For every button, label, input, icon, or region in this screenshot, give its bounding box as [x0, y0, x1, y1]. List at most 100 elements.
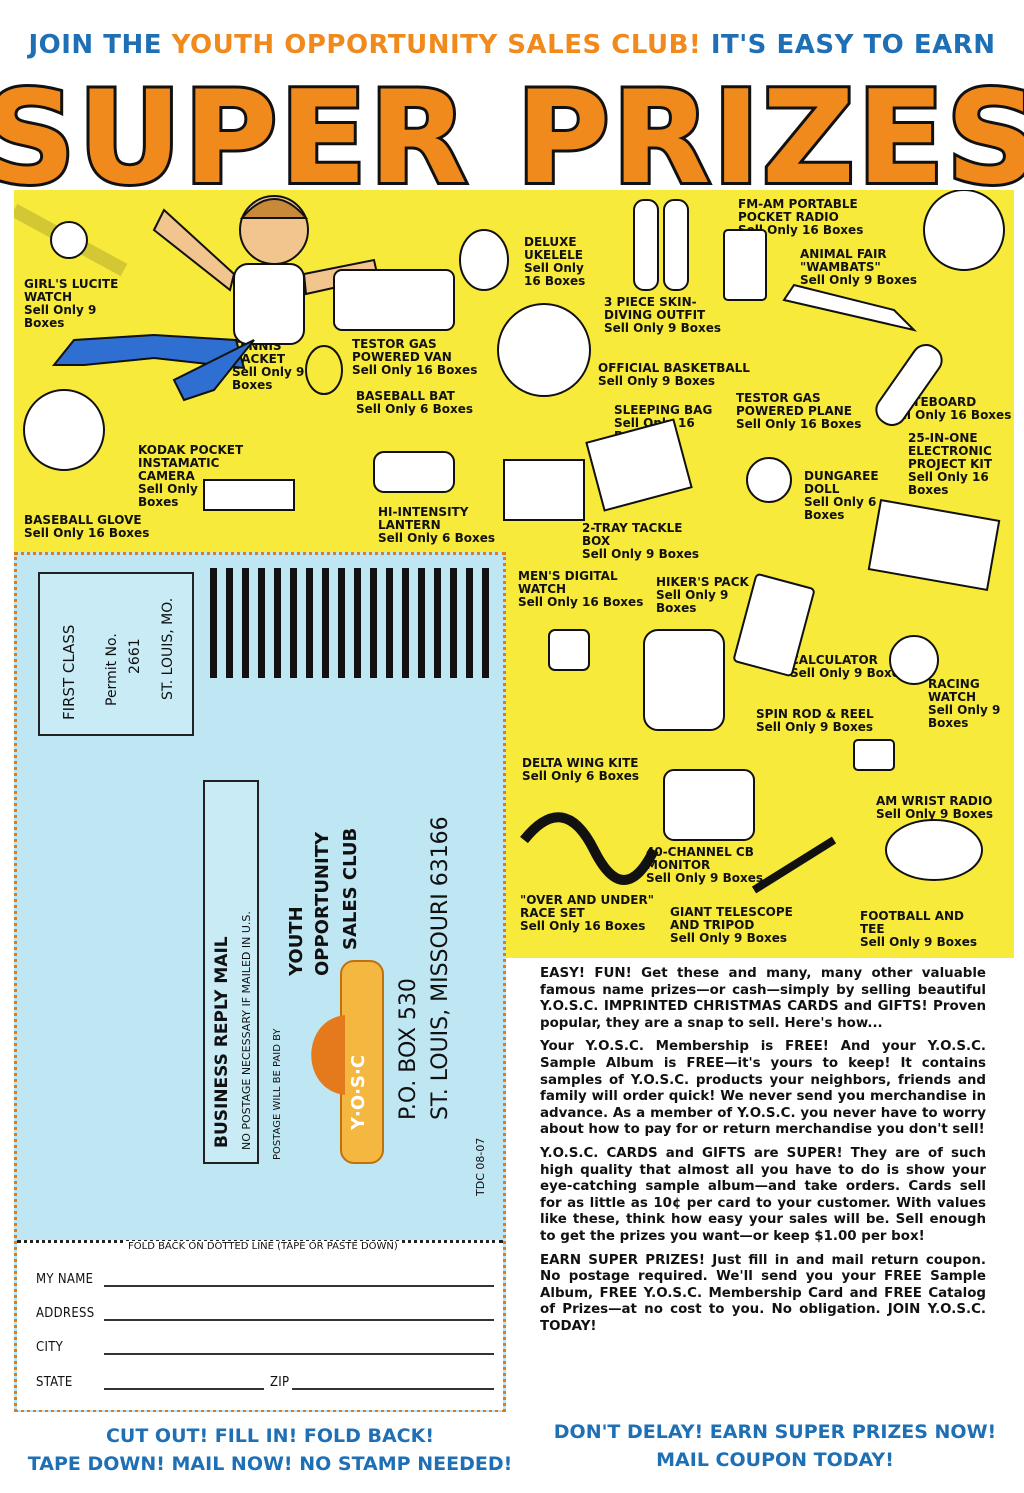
telescope-illustration	[751, 836, 837, 894]
name-field[interactable]	[104, 1285, 494, 1287]
skateboard-illustration	[875, 344, 943, 426]
calculator-illustration	[733, 573, 815, 677]
prize-requirement: Sell Only 9 Boxes	[582, 547, 699, 561]
wambat-illustration	[923, 190, 1005, 271]
diving-fins-illustration	[633, 199, 659, 291]
prize-label: ANIMAL FAIR "WAMBATS"Sell Only 9 Boxes	[800, 248, 930, 287]
prize-name: HIKER'S PACK	[656, 575, 749, 589]
zip-label: ZIP	[270, 1375, 290, 1390]
prize-requirement: Sell Only 9 Boxes	[646, 871, 763, 885]
prize-name: TESTOR GAS POWERED PLANE	[736, 391, 852, 418]
title-text: SUPER PRIZES	[0, 64, 1024, 204]
postal-barcode	[210, 568, 489, 678]
cb-monitor-illustration	[663, 769, 755, 841]
address-po-box: P.O. BOX 530	[396, 978, 421, 1120]
address-field[interactable]	[104, 1319, 494, 1321]
prize-requirement: Sell Only 16 Boxes	[524, 261, 586, 288]
prize-illustrations	[14, 190, 1005, 894]
yosc-logo-text: Y·O·S·C	[348, 1054, 369, 1130]
pocket-radio-illustration	[723, 229, 767, 301]
super-prizes-title: SUPER PRIZES	[0, 64, 1024, 204]
project-kit-illustration	[867, 498, 1001, 592]
headline-part3: IT'S EASY TO EARN	[701, 30, 996, 60]
prize-requirement: Sell Only 16 Boxes	[24, 526, 150, 540]
name-label: MY NAME	[36, 1272, 94, 1287]
baseball-glove-illustration	[23, 389, 105, 471]
prize-requirement: Sell Only 16 Boxes	[886, 408, 1012, 422]
lantern-illustration	[373, 451, 455, 493]
yosc-logo-emblem	[311, 1015, 345, 1095]
boy-mascot-illustration	[51, 195, 380, 402]
prize-requirement: Sell Only 16 Boxes	[518, 595, 644, 609]
headline-part1: JOIN THE	[28, 30, 172, 60]
permit-box	[38, 572, 194, 736]
tennis-racket-illustration	[305, 345, 343, 395]
prize-name: 25-IN-ONE ELECTRONIC PROJECT KIT	[908, 431, 993, 471]
girls-watch-illustration	[14, 203, 128, 277]
prize-name: GIANT TELESCOPE AND TRIPOD	[670, 905, 793, 932]
prize-requirement: Sell Only 6 Boxes	[378, 531, 495, 545]
address-label: ADDRESS	[36, 1306, 95, 1321]
prize-requirement: Sell Only 9 Boxes	[232, 365, 305, 392]
prize-name: 3 PIECE SKIN-DIVING OUTFIT	[604, 295, 706, 322]
prize-name: 40-CHANNEL CB MONITOR	[646, 845, 754, 872]
race-set-illustration	[520, 812, 659, 885]
prize-requirement: Sell Only 9 Boxes	[756, 720, 873, 734]
copy-paragraph-2: Your Y.O.S.C. Membership is FREE! And yo…	[540, 1039, 986, 1138]
prize-requirement: Sell Only 9 Boxes	[790, 666, 907, 680]
fold-note: FOLD BACK ON DOTTED LINE (TAPE OR PASTE …	[126, 1241, 400, 1252]
prize-requirement: Sell Only 9 Boxes	[604, 321, 721, 335]
prize-requirement: Sell Only 9 Boxes	[598, 374, 715, 388]
sleeping-bag-illustration	[585, 418, 693, 512]
prize-requirement: Sell Only 9 Boxes	[656, 588, 729, 615]
prize-name: RACING WATCH	[928, 677, 980, 704]
prize-requirement: Sell Only 6 Boxes	[522, 769, 639, 783]
prize-name: BASEBALL BAT	[356, 389, 455, 403]
hikers-pack-illustration	[643, 629, 725, 731]
prize-requirement: Sell Only 16 Boxes	[520, 919, 646, 933]
plane-illustration	[782, 283, 918, 332]
football-illustration	[885, 819, 983, 881]
prize-requirement: Sell Only 6 Boxes	[356, 402, 473, 416]
ukelele-illustration	[459, 229, 509, 291]
prize-name: CALCULATOR	[790, 653, 878, 667]
ad-code: TDC 08-07	[474, 1137, 487, 1196]
postage-paid-by: POSTAGE WILL BE PAID BY	[272, 1028, 283, 1161]
prize-name: DELTA WING KITE	[522, 756, 639, 770]
digital-watch-illustration	[548, 629, 590, 671]
copy-paragraph-1: EASY! FUN! Get these and many, many othe…	[540, 966, 986, 1031]
state-field[interactable]	[104, 1388, 264, 1390]
city-field[interactable]	[104, 1353, 494, 1355]
coupon-instructions: CUT OUT! FILL IN! FOLD BACK! TAPE DOWN! …	[20, 1422, 520, 1478]
tackle-box-illustration	[503, 459, 585, 521]
zip-field[interactable]	[292, 1388, 494, 1390]
prize-name: OFFICIAL BASKETBALL	[598, 361, 750, 375]
prize-name: ANIMAL FAIR "WAMBATS"	[800, 247, 887, 274]
prize-name: MEN'S DIGITAL WATCH	[518, 569, 618, 596]
prize-requirement: Sell Only 6 Boxes	[804, 495, 877, 522]
prize-requirement: Sell Only 9 Boxes	[24, 303, 97, 330]
prize-requirement: Sell Only 9 Boxes	[876, 807, 993, 821]
prize-requirement: Sell Only 9 Boxes	[800, 273, 917, 287]
prize-requirement: Sell Only 16 Boxes	[352, 363, 478, 377]
coupon-form-area	[17, 1240, 503, 1410]
prize-name: GIRL'S LUCITE WATCH	[24, 277, 119, 304]
prize-name: DUNGAREE DOLL	[804, 469, 879, 496]
